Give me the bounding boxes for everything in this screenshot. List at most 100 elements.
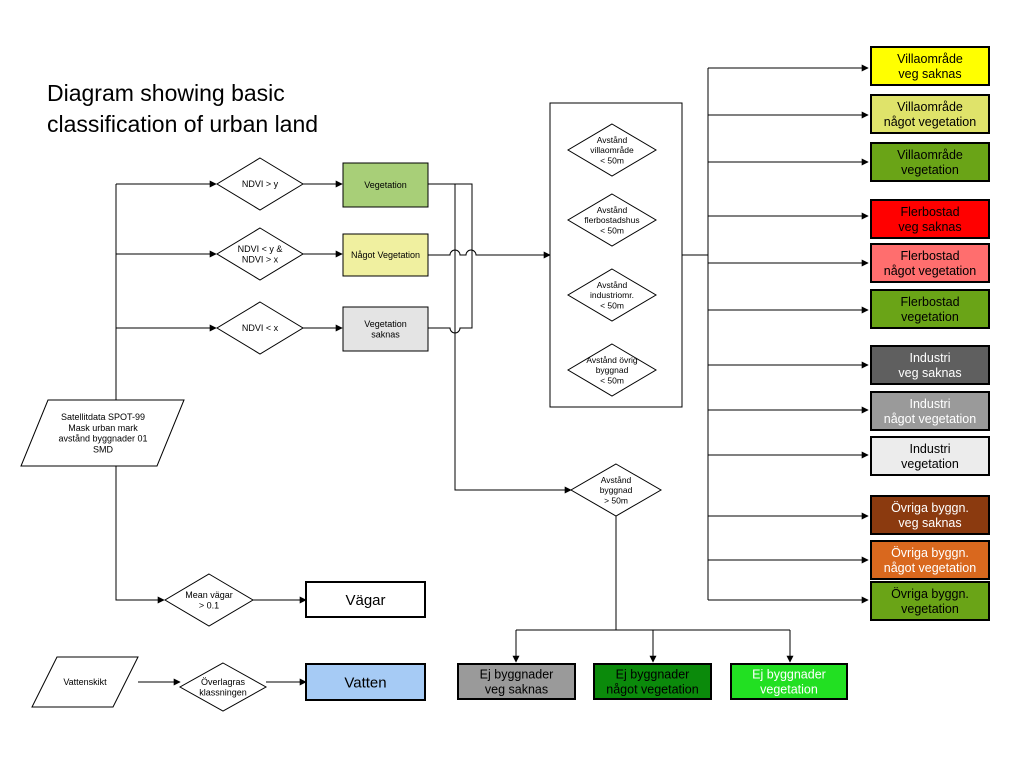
- water-input-shape: [31, 656, 139, 708]
- output-industry-none-line-1: Industri: [910, 351, 951, 365]
- class-no-vegetation-line-1: Vegetation: [364, 319, 407, 329]
- output-multi-some-shape: [870, 243, 990, 283]
- output-water-shape: [305, 663, 426, 701]
- output-villa-some-line-1: Villaområde: [897, 100, 963, 114]
- satellite-input-line-3: avstånd byggnader 01: [58, 434, 147, 444]
- decision-dist-industry-line-2: industriomr.: [590, 290, 634, 300]
- output-other-some-line-2: något vegetation: [884, 561, 976, 575]
- output-other-some-shape: [870, 540, 990, 580]
- decision-dist-industry-line-3: < 50m: [600, 300, 624, 310]
- decision-ndvi-mid-line-1: NDVI < y &: [238, 244, 283, 254]
- decision-dist-industry-shape: [567, 268, 657, 322]
- output-industry-none-shape: [870, 345, 990, 385]
- output-industry-some-shape: [870, 391, 990, 431]
- class-vegetation-line-1: Vegetation: [364, 180, 407, 190]
- output-roads-shape: [305, 581, 426, 618]
- decision-mean-roads-line-1: Mean vägar: [185, 590, 233, 600]
- output-industry-veg-line-2: vegetation: [901, 457, 959, 471]
- decision-overlay-line-2: klassningen: [199, 688, 247, 698]
- decision-ndvi-mid: NDVI < y &NDVI > x: [216, 227, 304, 281]
- decision-dist-multi-line-1: Avstånd: [597, 205, 628, 215]
- output-multi-veg-line-1: Flerbostad: [900, 295, 959, 309]
- satellite-input-shape: [20, 399, 185, 467]
- decision-ndvi-high-line-1: NDVI > y: [242, 179, 279, 189]
- output-other-some-line-1: Övriga byggn.: [891, 546, 969, 560]
- output-water: Vatten: [305, 663, 426, 701]
- decision-dist-multi-line-2: flerbostadshus: [584, 215, 639, 225]
- output-multi-veg-line-2: vegetation: [901, 310, 959, 324]
- output-nobuild-veg-line-2: vegetation: [760, 683, 818, 697]
- output-villa-veg-line-1: Villaområde: [897, 148, 963, 162]
- edge-some-merge: [428, 249, 551, 259]
- decision-ndvi-mid-shape: [216, 227, 304, 281]
- decision-overlay-line-1: Överlagras: [201, 677, 246, 687]
- water-input: Vattenskikt: [31, 656, 139, 708]
- decision-dist-villa-line-1: Avstånd: [597, 135, 628, 145]
- decision-ndvi-low-line-1: NDVI < x: [242, 323, 279, 333]
- diagram-title: Diagram showing basic classification of …: [47, 78, 318, 140]
- output-villa-some-line-2: något vegetation: [884, 115, 976, 129]
- decision-ndvi-low-shape: [216, 301, 304, 355]
- water-input-line-1: Vattenskikt: [63, 677, 107, 687]
- output-industry-veg-shape: [870, 436, 990, 476]
- decision-overlay-shape: [178, 662, 268, 712]
- output-industry-some-line-2: något vegetation: [884, 412, 976, 426]
- decision-dist-villa-line-2: villaområde: [590, 145, 634, 155]
- output-nobuild-none-line-2: veg saknas: [485, 683, 548, 697]
- output-multi-veg-shape: [870, 289, 990, 329]
- output-other-veg-line-2: vegetation: [901, 602, 959, 616]
- decision-dist-multi-shape: [567, 193, 657, 247]
- output-other-none-shape: [870, 495, 990, 535]
- class-some-vegetation: Något Vegetation: [342, 233, 429, 277]
- output-villa-veg-shape: [870, 142, 990, 182]
- output-multi-none-line-2: veg saknas: [898, 220, 961, 234]
- output-nobuild-veg-line-1: Ej byggnader: [752, 668, 826, 682]
- output-villa-none-shape: [870, 46, 990, 86]
- output-water-line-1: Vatten: [344, 674, 386, 691]
- output-other-none-line-2: veg saknas: [898, 516, 961, 530]
- decision-ndvi-low: NDVI < x: [216, 301, 304, 355]
- decision-mean-roads-line-2: > 0.1: [199, 601, 219, 611]
- class-no-vegetation-line-2: saknas: [371, 330, 400, 340]
- edge-none-merge: [428, 255, 473, 334]
- output-multi-some-line-2: något vegetation: [884, 264, 976, 278]
- edge-merge-down: [454, 184, 572, 494]
- output-nobuild-some-line-1: Ej byggnader: [616, 668, 690, 682]
- satellite-input-line-2: Mask urban mark: [68, 423, 138, 433]
- output-other-veg: Övriga byggn.vegetation: [870, 581, 990, 621]
- output-roads: Vägar: [305, 581, 426, 618]
- decision-dist-other-shape: [567, 343, 657, 397]
- title-line-2: classification of urban land: [47, 111, 319, 137]
- decision-ndvi-high-shape: [216, 157, 304, 211]
- decision-dist-building-shape: [570, 463, 662, 517]
- decision-dist-other-line-3: < 50m: [600, 375, 624, 385]
- class-vegetation: Vegetation: [342, 162, 429, 208]
- output-nobuild-some-shape: [593, 663, 712, 700]
- decision-ndvi-high: NDVI > y: [216, 157, 304, 211]
- output-multi-none-line-1: Flerbostad: [900, 205, 959, 219]
- decision-dist-villa-shape: [567, 123, 657, 177]
- output-roads-line-1: Vägar: [345, 592, 385, 609]
- decision-dist-industry-line-1: Avstånd: [597, 280, 628, 290]
- output-other-veg-shape: [870, 581, 990, 621]
- output-villa-some-shape: [870, 94, 990, 134]
- output-multi-some-line-1: Flerbostad: [900, 249, 959, 263]
- output-industry-none-line-2: veg saknas: [898, 366, 961, 380]
- satellite-input-line-1: Satellitdata SPOT-99: [61, 412, 145, 422]
- output-villa-none-line-2: veg saknas: [898, 67, 961, 81]
- output-other-veg-line-1: Övriga byggn.: [891, 587, 969, 601]
- output-villa-none-line-1: Villaområde: [897, 52, 963, 66]
